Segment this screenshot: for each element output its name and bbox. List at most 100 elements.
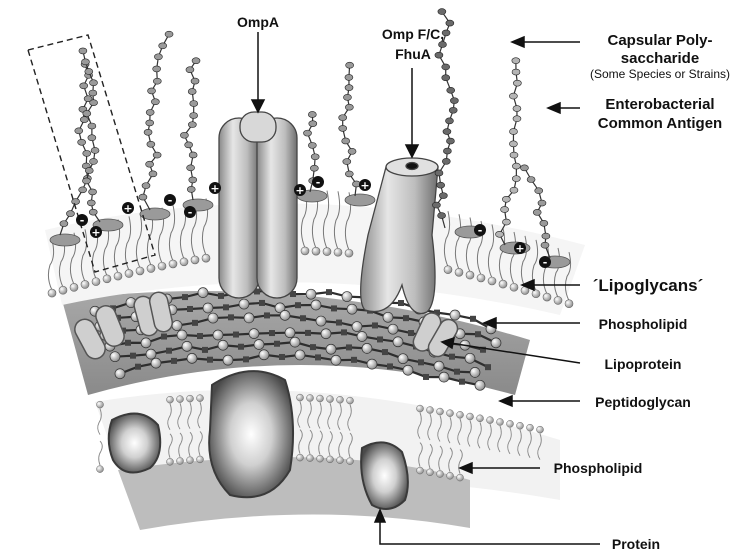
sugar-unit (264, 312, 270, 319)
arrow-phospholipid-outer-head (482, 316, 497, 330)
lipid-tail (537, 433, 542, 460)
lipid-head (166, 458, 174, 466)
sugar-bead (88, 188, 97, 196)
label-capsular-1: Capsular Poly- (607, 32, 712, 49)
peptide-bead (176, 329, 188, 341)
peptide-bead (320, 328, 332, 340)
lipid-head (498, 279, 508, 289)
lipid-head (487, 276, 497, 286)
lps-highlight-box (27, 34, 156, 273)
peptide-bead (294, 349, 306, 361)
sugar-bead (436, 181, 445, 189)
lipid-head (196, 394, 204, 402)
lipid-a-head (49, 233, 81, 247)
sugar-bead (190, 77, 200, 85)
charge-marker: + (209, 182, 221, 195)
lipid-tail (308, 429, 313, 455)
sugar-bead (308, 120, 318, 127)
lipid-tail (418, 442, 423, 467)
peptide-bead (222, 354, 234, 366)
lipid-tail (427, 413, 432, 441)
peptide-bead (217, 339, 229, 351)
arrow-ompa-head (250, 99, 266, 114)
sugar-bead (437, 212, 446, 219)
sugar-unit (341, 329, 347, 336)
lipid-head (443, 265, 453, 274)
label-ompa: OmpA (237, 14, 279, 30)
label-peptidoglycan: Peptidoglycan (595, 394, 691, 410)
lipid-tail (97, 408, 102, 435)
arrow-lipoprotein-head (440, 336, 455, 350)
charge-dot (122, 202, 134, 214)
lipid-head (306, 394, 314, 402)
peptide-bead (315, 315, 327, 327)
charge-sign: + (515, 242, 524, 255)
arrow-peptidoglycan-head (498, 394, 513, 408)
lipid-head (466, 412, 474, 421)
sugar-bead (442, 158, 451, 165)
lipid-head (326, 395, 334, 403)
sugar-bead (345, 103, 354, 111)
sugar-bead (164, 30, 174, 38)
peptide-bead (474, 379, 486, 391)
lipid-head (436, 470, 444, 478)
peptide-bead (109, 351, 121, 363)
sugar-bead (188, 176, 198, 184)
lipid-head (196, 455, 204, 464)
lipid-head (176, 457, 184, 465)
charge-marker: - (474, 224, 486, 237)
lipid-head (531, 289, 541, 299)
sugar-unit (449, 353, 455, 360)
lipid-tail (98, 440, 103, 466)
sugar-bead (308, 111, 317, 118)
charge-sign: + (360, 179, 369, 192)
sugar-unit (305, 329, 311, 336)
sugar-bead (87, 122, 97, 130)
lipid-tail (47, 239, 55, 291)
lipid-head (476, 414, 484, 423)
sugar-unit (408, 330, 414, 337)
sugar-bead (90, 147, 100, 154)
sugar-bead (343, 94, 352, 101)
lipid-tail (509, 231, 517, 285)
sugar-bead (539, 219, 549, 227)
charge-marker: + (514, 242, 526, 255)
charge-marker: - (539, 256, 551, 269)
lipid-tail (507, 427, 512, 455)
sugar-bead (79, 82, 89, 90)
lipid-head (564, 299, 574, 309)
lipid-head (102, 274, 112, 284)
sugar-bead (512, 175, 521, 182)
sugar-bead (147, 87, 156, 95)
sugar-bead (446, 137, 455, 145)
charge-markers: -+-+-+-+-+-+ (76, 176, 551, 269)
sugar-bead (66, 210, 75, 217)
sugar-bead (78, 186, 87, 194)
arrow-phospholipid-inner-head (458, 461, 473, 475)
lipid-head (91, 277, 101, 286)
charge-dot (164, 194, 176, 206)
sugar-unit (130, 352, 136, 359)
sugar-bead (511, 57, 521, 64)
peptide-bead (330, 354, 342, 366)
lipid-head (336, 456, 344, 464)
lipid-tail (487, 423, 492, 451)
label-phospholipid-outer: Phospholipid (599, 316, 688, 332)
sugar-bead (188, 121, 197, 128)
lps-chain (138, 30, 174, 211)
sugar-bead (77, 138, 86, 146)
lipid-head (456, 411, 464, 419)
lipid-tail (498, 228, 506, 282)
charge-sign: + (123, 202, 132, 215)
sugar-bead (152, 151, 162, 159)
peptide-bead (366, 358, 378, 370)
sugar-unit (228, 314, 234, 321)
sugar-unit (197, 333, 203, 340)
lipid-tail (178, 432, 183, 458)
lipid-head (526, 423, 534, 432)
peptide-bead (289, 336, 301, 348)
lipid-head (465, 270, 475, 280)
sugar-unit (135, 363, 141, 370)
peptide-bead (305, 288, 317, 300)
lipid-tail (527, 431, 532, 458)
